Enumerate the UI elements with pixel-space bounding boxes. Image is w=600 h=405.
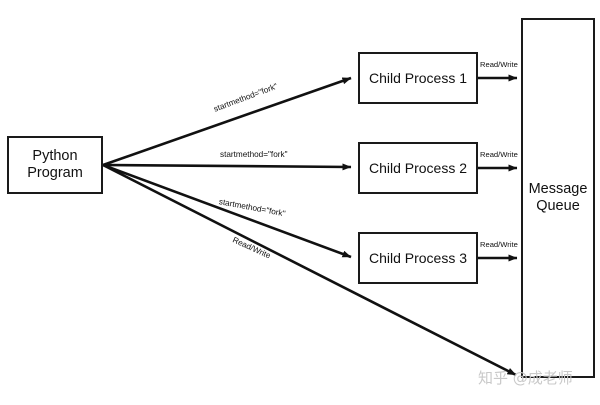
python-program-line-1: Python — [32, 147, 78, 164]
python-program-line-2: Program — [27, 165, 83, 181]
edge-label-child-2-read-write: Read/Write — [480, 150, 518, 159]
edge-parent-to-child-1 — [102, 76, 352, 167]
watermark: 知乎 @成老师 — [478, 369, 573, 387]
node-child-process-1[interactable]: Child Process 1 — [358, 52, 478, 104]
edge-label-fork-2: startmethod="fork" — [220, 150, 288, 159]
edge-label-child-1-read-write: Read/Write — [480, 60, 518, 69]
node-python-program-label: Python Program — [27, 148, 83, 182]
node-child-process-3[interactable]: Child Process 3 — [358, 232, 478, 284]
message-queue-line-2: Queue — [536, 198, 580, 214]
edge-label-child-3-read-write: Read/Write — [480, 240, 518, 249]
node-message-queue[interactable]: Message Queue — [521, 18, 595, 378]
edge-parent-to-child-2 — [102, 163, 352, 171]
node-python-program[interactable]: Python Program — [7, 136, 103, 194]
message-queue-line-1: Message — [528, 180, 588, 197]
node-message-queue-label: Message Queue — [529, 181, 588, 215]
edge-parent-to-message-queue — [102, 163, 517, 377]
node-child-process-2[interactable]: Child Process 2 — [358, 142, 478, 194]
edge-parent-to-child-3 — [102, 163, 352, 259]
